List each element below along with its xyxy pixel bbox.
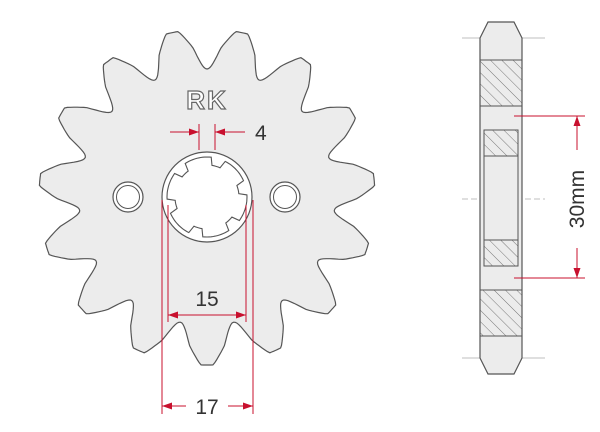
mounting-hole-right xyxy=(269,181,301,213)
side-height-label: 30mm xyxy=(566,170,589,228)
side-height-dimension xyxy=(514,115,585,279)
key-width-dimension xyxy=(170,124,245,150)
side-bore-lines xyxy=(480,105,522,291)
center-bore xyxy=(161,151,253,243)
front-view: RK 4 15 17 xyxy=(38,30,376,419)
hatch-bottom-outer xyxy=(479,289,523,337)
hatch-top-outer xyxy=(479,59,523,107)
inner-diameter-dimension xyxy=(167,205,247,322)
side-profile xyxy=(479,21,523,375)
brand-logo: RK xyxy=(186,85,228,115)
side-view: 30mm xyxy=(462,21,589,375)
inner-diameter-label: 15 xyxy=(195,288,218,311)
hatch-top-inner xyxy=(483,129,519,157)
mounting-hole-left xyxy=(112,181,144,213)
outer-diameter-dimension xyxy=(161,200,254,414)
outer-diameter-label: 17 xyxy=(195,396,218,419)
key-width-label: 4 xyxy=(255,122,267,145)
hatch-bottom-inner xyxy=(483,239,519,267)
spline-profile xyxy=(166,156,248,238)
